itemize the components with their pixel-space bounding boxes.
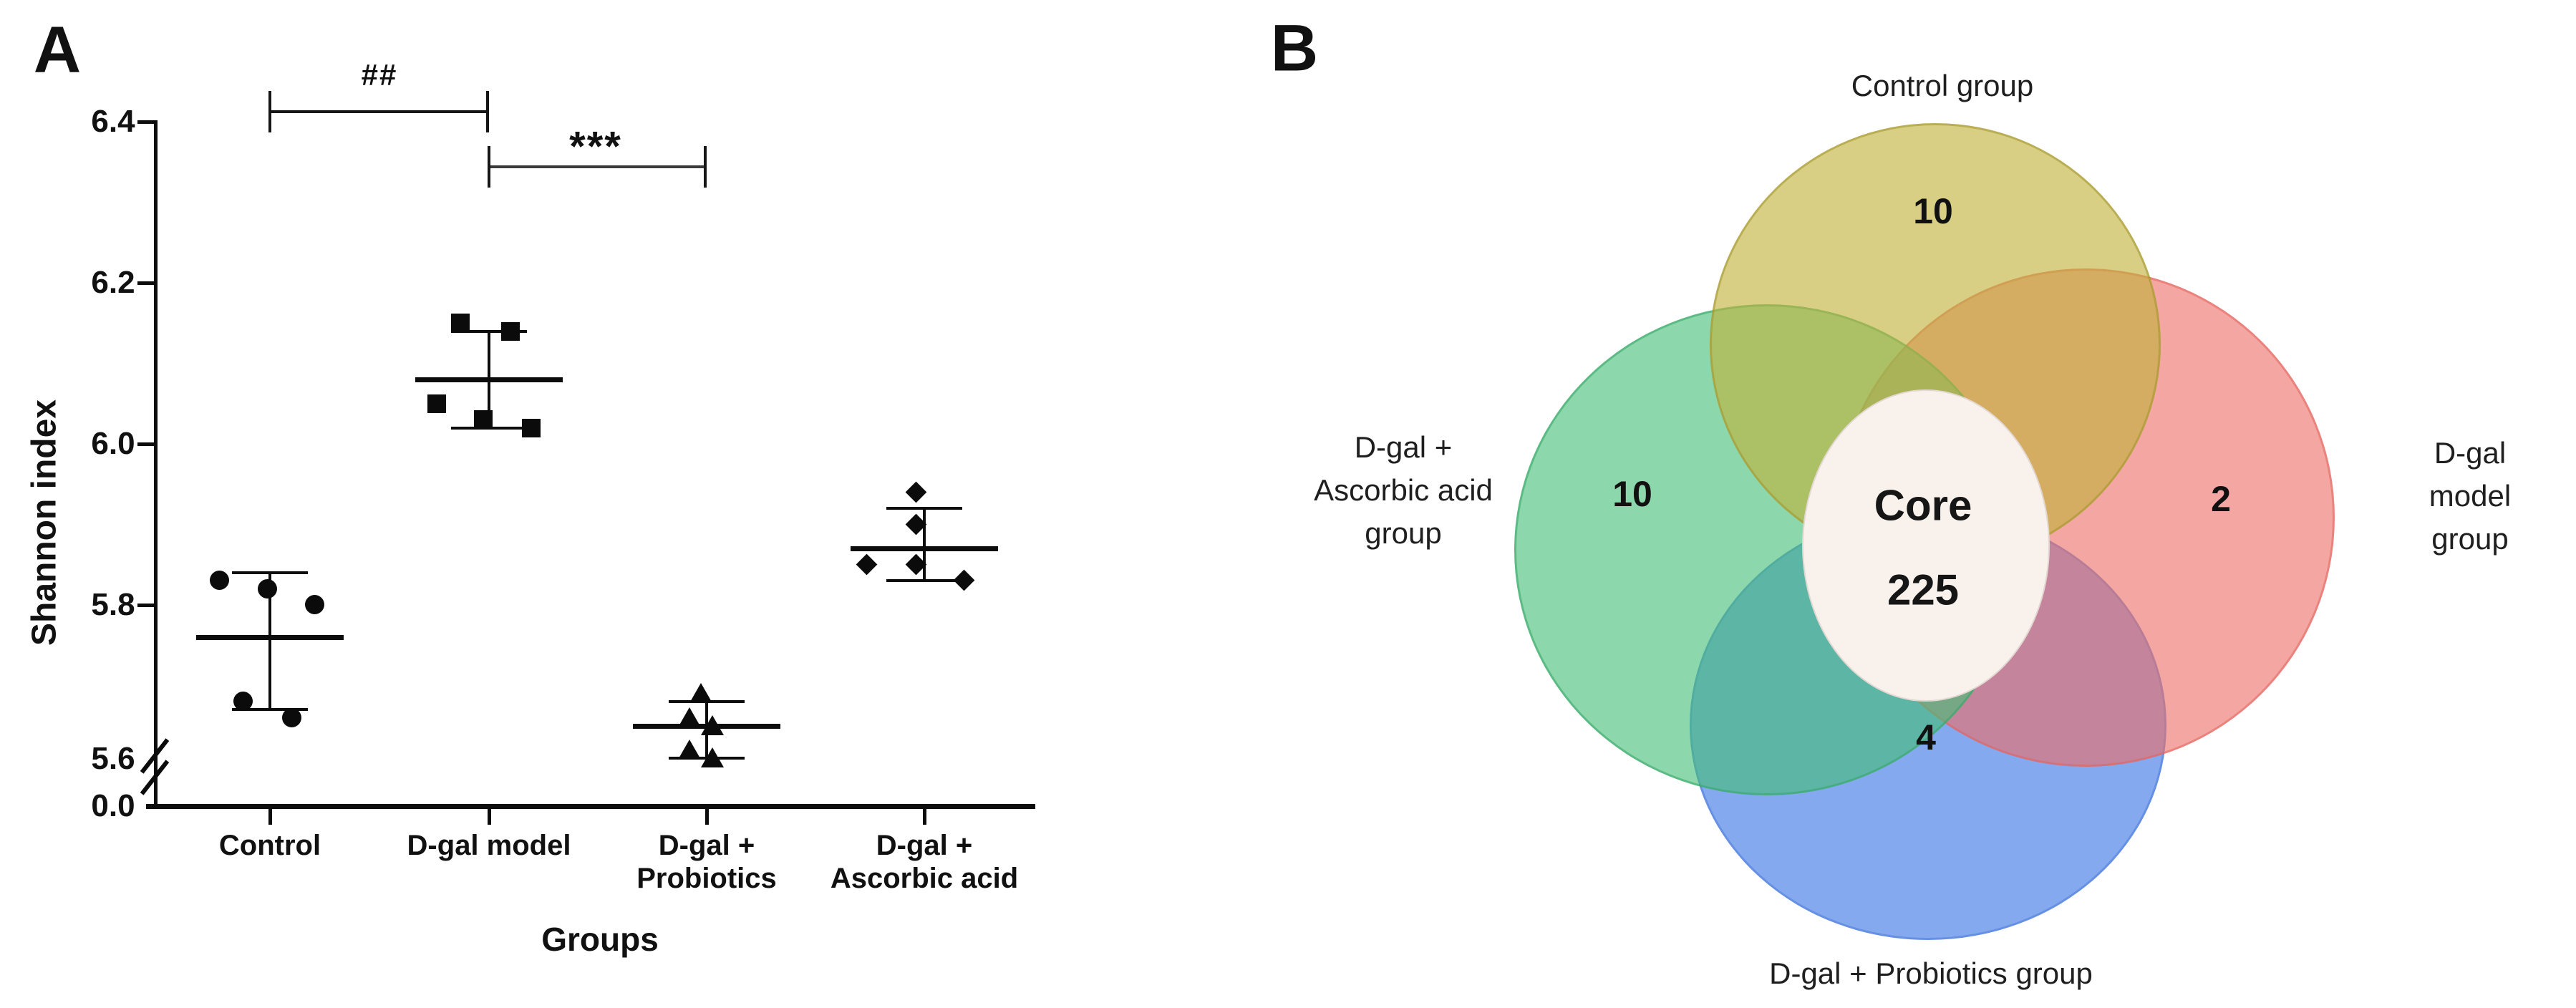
error-bar-cap-bottom <box>886 579 962 583</box>
x-category-dgal-ascorbic: D-gal + Ascorbic acid <box>830 830 1019 894</box>
venn-count-control: 10 <box>1913 191 1953 231</box>
venn-label-dgal-model: D-gal model group <box>2429 436 2512 556</box>
data-point-circle <box>282 707 301 727</box>
data-point-diamond <box>953 569 975 591</box>
venn-count-dgal-model: 2 <box>2211 479 2231 519</box>
data-point-triangle <box>701 747 724 767</box>
error-bar-cap-bottom <box>232 708 308 712</box>
x-tick-dgal-ascorbic <box>923 809 926 825</box>
y-tick-label-5-6: 5.6 <box>91 741 135 776</box>
data-point-square <box>501 321 520 341</box>
data-point-triangle <box>678 707 701 727</box>
venn-label-control: Control group <box>1851 69 2034 102</box>
data-point-square <box>522 418 541 437</box>
significance-bracket-hash-line <box>270 110 489 113</box>
significance-label-hash: ## <box>361 58 398 92</box>
mean-line <box>196 635 344 640</box>
error-bar-cap-top <box>232 571 308 574</box>
x-category-dgal-model: D-gal model <box>407 830 571 861</box>
data-point-square <box>474 410 493 430</box>
x-tick-dgal-probiotics <box>705 809 709 825</box>
significance-bracket-hash-cap-left <box>268 91 271 132</box>
y-tick-label-6-0: 6.0 <box>91 426 135 461</box>
x-category-dgal-probiotics: D-gal + Probiotics <box>636 830 777 894</box>
panel-b-label: B <box>1270 11 1319 85</box>
x-axis-line <box>146 804 1035 809</box>
y-axis-line <box>154 120 158 806</box>
data-point-circle <box>210 571 229 591</box>
y-tick-6-4 <box>137 120 156 124</box>
data-point-diamond <box>856 553 878 576</box>
y-tick-6-0 <box>137 442 156 446</box>
data-point-square <box>427 394 446 413</box>
y-tick-5-8 <box>137 604 156 607</box>
data-point-circle <box>258 578 277 598</box>
error-bar-line <box>268 573 271 710</box>
data-point-triangle <box>701 714 724 735</box>
venn-label-ascorbic: D-gal + Ascorbic acid group <box>1314 430 1493 550</box>
error-bar-cap-top <box>451 329 527 333</box>
venn-core-circle <box>1802 389 2050 702</box>
data-point-diamond <box>905 481 927 503</box>
venn-label-probiotics: D-gal + Probiotics group <box>1769 956 2093 990</box>
error-bar-cap-top <box>886 507 962 510</box>
y-tick-label-0-0: 0.0 <box>91 788 135 823</box>
venn-core-count: 225 <box>1887 566 1960 614</box>
significance-bracket-stars-cap-right <box>704 146 707 188</box>
x-tick-control <box>268 809 272 825</box>
significance-bracket-stars-line <box>489 165 707 168</box>
significance-bracket-stars-cap-left <box>488 146 490 188</box>
x-category-control: Control <box>218 830 321 861</box>
mean-line <box>851 546 998 552</box>
y-axis-title: Shannon index <box>25 399 64 646</box>
significance-bracket-hash-cap-right <box>486 91 489 132</box>
y-tick-label-6-4: 6.4 <box>91 104 135 139</box>
panel-a-label: A <box>33 13 82 87</box>
data-point-circle <box>233 692 253 711</box>
error-bar-line <box>923 508 926 581</box>
x-tick-dgal-model <box>488 809 491 825</box>
data-point-triangle <box>689 682 712 703</box>
data-point-circle <box>305 595 324 614</box>
mean-line <box>415 377 563 382</box>
significance-label-stars: *** <box>569 123 622 170</box>
data-point-square <box>451 314 470 333</box>
data-point-triangle <box>678 739 701 760</box>
y-tick-label-5-8: 5.8 <box>91 587 135 622</box>
y-tick-6-2 <box>137 281 156 285</box>
y-tick-label-6-2: 6.2 <box>91 265 135 300</box>
venn-count-probiotics: 4 <box>1916 717 1936 757</box>
venn-core-label: Core <box>1874 481 1972 530</box>
x-axis-title: Groups <box>541 921 659 958</box>
venn-count-ascorbic: 10 <box>1612 474 1652 514</box>
